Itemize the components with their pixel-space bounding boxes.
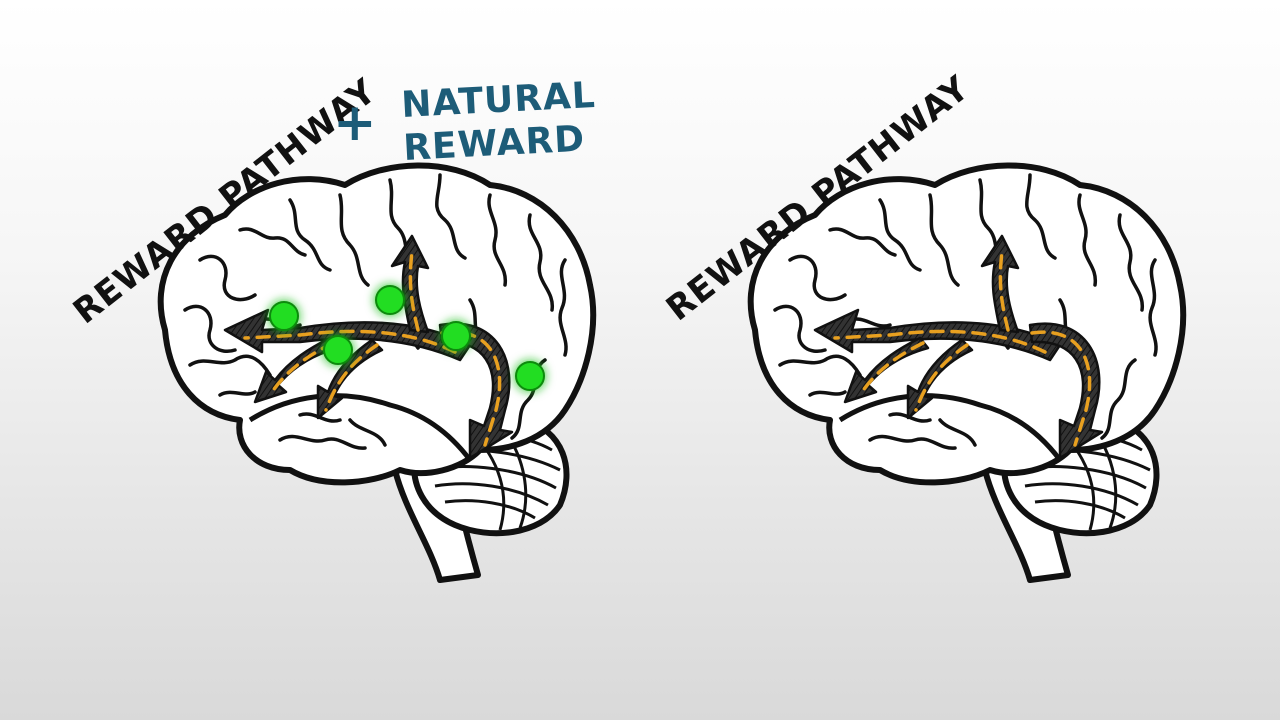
natural-reward-line1: NATURAL: [400, 75, 596, 126]
left-brain: [161, 165, 594, 580]
highlight-dot: [441, 321, 471, 351]
right-brain: [751, 165, 1184, 580]
highlight-dot: [269, 301, 299, 331]
reward-highlights: [269, 285, 545, 391]
highlight-dot: [515, 361, 545, 391]
highlight-dot: [323, 335, 353, 365]
plus-sign: +: [333, 93, 378, 153]
natural-reward-line2: REWARD: [402, 119, 586, 169]
highlight-dot: [375, 285, 405, 315]
